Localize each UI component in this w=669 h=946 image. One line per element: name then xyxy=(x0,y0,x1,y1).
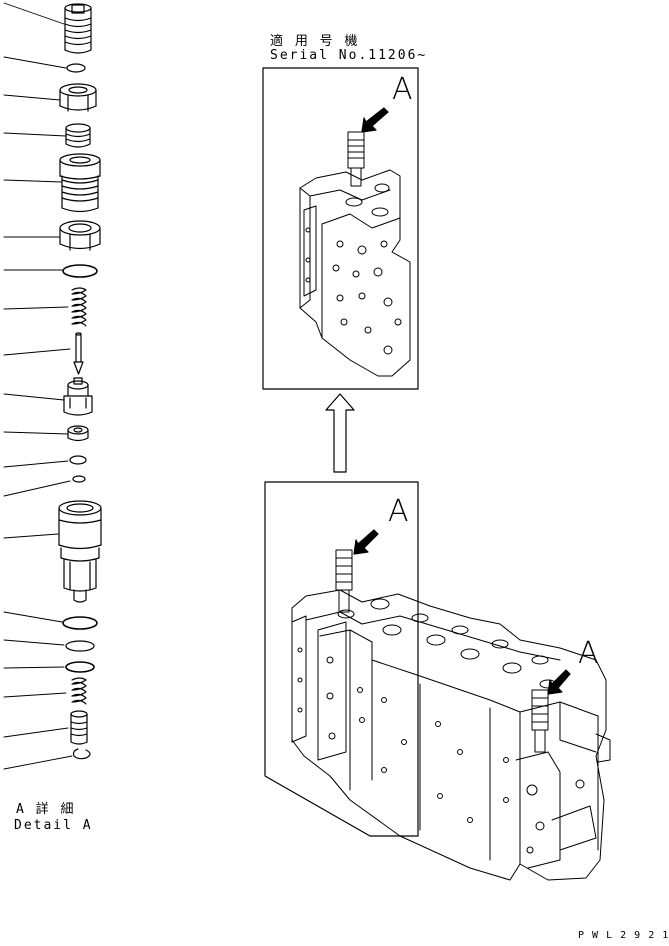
leader-lines xyxy=(3,2,73,770)
plug-part xyxy=(64,3,92,54)
sleeve-part xyxy=(59,153,101,213)
view-arrow-top xyxy=(361,107,389,133)
spacer-part xyxy=(65,123,91,148)
poppet-part xyxy=(70,710,88,745)
view-arrow-bottom-right xyxy=(547,669,571,695)
poppet-part xyxy=(73,332,84,375)
valve-body-part xyxy=(58,500,102,603)
valve-block-top xyxy=(299,131,411,377)
valve-assembly-bottom xyxy=(291,549,611,881)
detail-label-jp: A 詳 細 xyxy=(16,802,76,817)
seat-part xyxy=(67,425,89,442)
detail-label-en: Detail A xyxy=(14,818,93,833)
serial-view-frame xyxy=(262,67,419,390)
transition-arrow xyxy=(325,393,355,473)
view-mark-top: A xyxy=(392,72,413,107)
spring-part xyxy=(71,287,87,327)
piston-part xyxy=(63,377,93,416)
spring-part xyxy=(71,677,87,705)
o-ring-part xyxy=(62,264,98,278)
exploded-parts-drawing xyxy=(3,2,611,881)
view-mark-bottom-left: A xyxy=(388,494,409,529)
backup-ring-part xyxy=(65,640,95,652)
snap-ring-part xyxy=(72,748,91,760)
o-ring-part xyxy=(62,616,98,630)
drawing-code: P W L 2 9 2 1 xyxy=(578,930,669,941)
view-arrow-bottom-left xyxy=(353,529,379,555)
nut-part xyxy=(59,83,97,112)
o-ring-part xyxy=(72,475,86,483)
applicable-models-label: 適 用 号 機 xyxy=(270,34,360,49)
backup-ring-part xyxy=(69,455,87,465)
lock-nut-part xyxy=(59,220,101,251)
assembly-view-frame xyxy=(264,481,419,837)
view-mark-bottom-right: A xyxy=(578,636,599,671)
serial-number-label: Serial No.11206~ xyxy=(270,48,428,63)
o-ring-part xyxy=(66,63,86,73)
o-ring-part xyxy=(65,661,95,673)
